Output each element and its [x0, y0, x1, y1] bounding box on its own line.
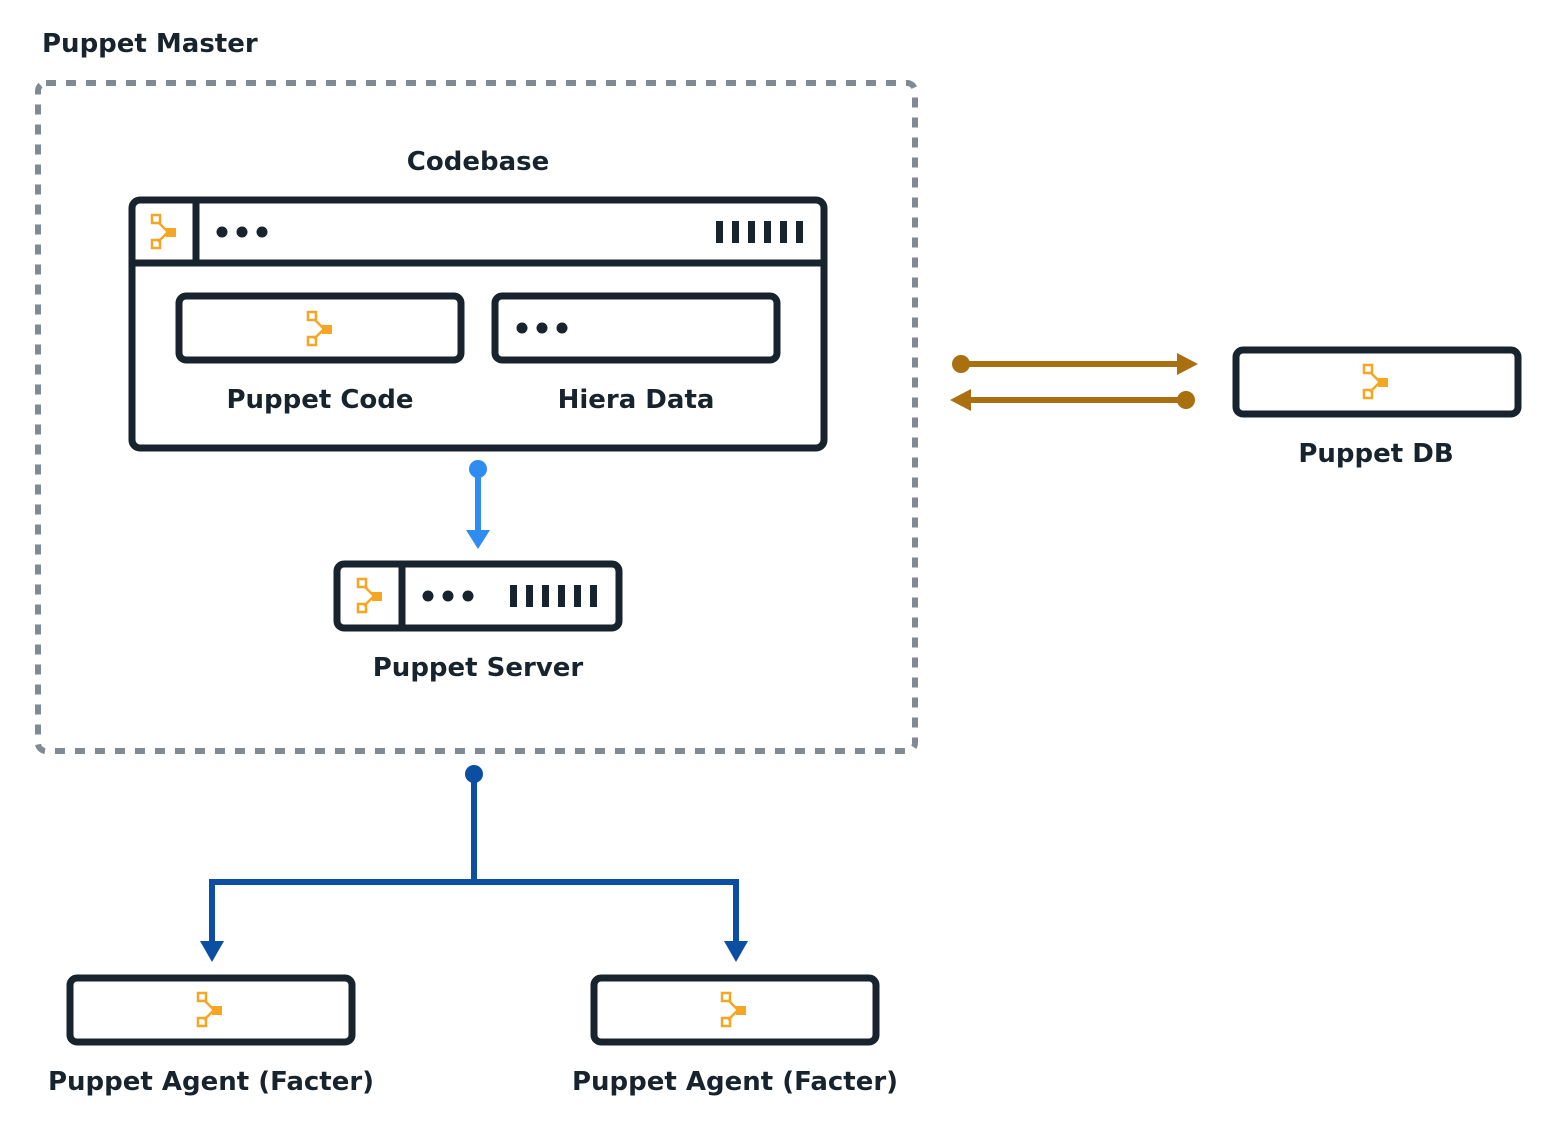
codebase-to-server-arrow: [466, 460, 490, 549]
puppet-master-boundary: [35, 80, 918, 754]
codebase-window: [128, 196, 828, 452]
db-to-master-arrow: [950, 389, 1195, 411]
master-to-agents-connector: [200, 765, 748, 962]
puppet-db-label: Puppet DB: [1298, 439, 1454, 469]
puppet-agent-label-2: Puppet Agent (Facter): [571, 1067, 899, 1097]
puppet-code-box: [175, 292, 465, 364]
puppet-agent-label-1: Puppet Agent (Facter): [47, 1067, 375, 1097]
puppet-server-box: [333, 560, 623, 632]
puppet-code-label: Puppet Code: [226, 385, 414, 415]
puppet-server-label: Puppet Server: [372, 653, 584, 683]
dots-icon: [516, 322, 568, 334]
hiera-data-label: Hiera Data: [557, 385, 715, 415]
dots-icon: [422, 590, 474, 602]
puppet-agent-box-1: [66, 974, 356, 1046]
vent-bars-icon: [716, 221, 803, 243]
codebase-label: Codebase: [406, 147, 550, 177]
master-to-db-arrow: [952, 353, 1198, 375]
puppet-agent-box-2: [590, 974, 880, 1046]
dots-icon: [216, 226, 268, 238]
hiera-data-box: [491, 292, 781, 364]
puppet-db-box: [1232, 346, 1522, 418]
puppet-master-title: Puppet Master: [42, 29, 258, 59]
vent-bars-icon: [510, 585, 597, 607]
